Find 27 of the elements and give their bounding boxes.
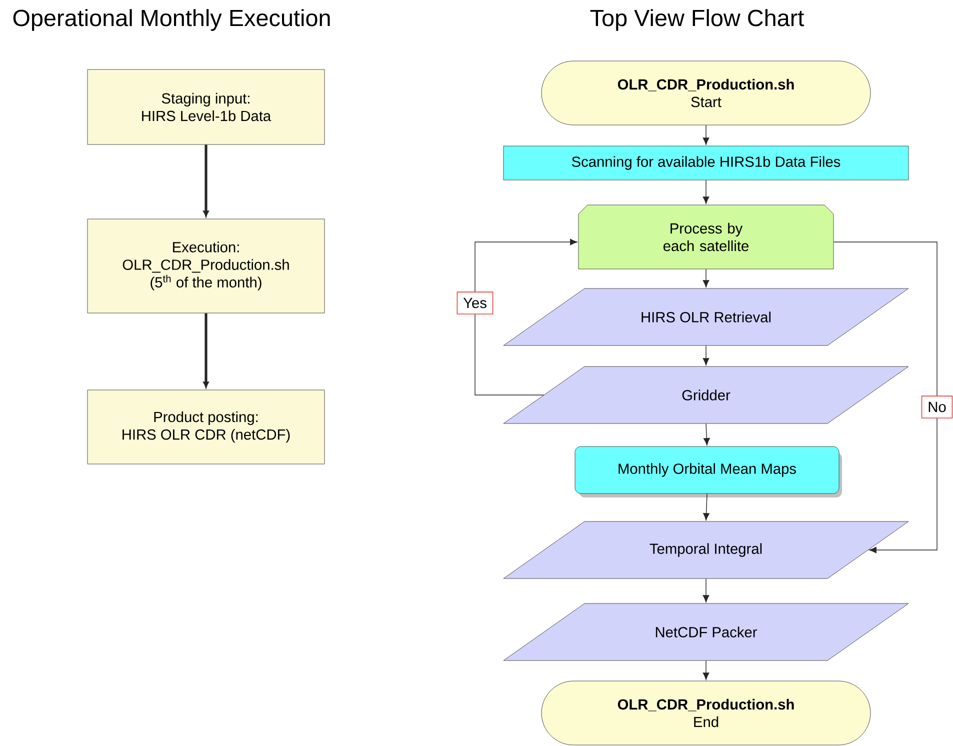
heading: Top View Flow Chart [590,9,804,31]
process-box: Execution: OLR_CDR_Production.sh (5$^{th}$ of the month) [87,218,325,314]
arrow [702,578,710,602]
arrow [702,660,710,680]
arrow [703,423,710,446]
arrow [203,144,209,217]
data-parallelogram: Temporal Integral [503,521,909,579]
data-parallelogram: NetCDF Packer [503,603,909,661]
process-box: Product posting: HIRS OLR CDR (netCDF) [87,390,325,464]
data-parallelogram: Gridder [503,366,909,424]
process-box: Scanning for available HIRS1b Data Files [503,146,909,180]
arrow [702,268,710,288]
loop-box: Process by each satellite [578,204,834,270]
data-parallelogram: HIRS OLR Retrieval [503,288,909,346]
arrow [703,493,710,520]
arrow [702,124,710,145]
arrow [833,242,938,554]
arrow [203,313,209,388]
arrow [702,180,710,204]
process-box: Monthly Orbital Mean Maps [574,446,842,498]
edge-label: No [921,396,953,418]
process-box: Staging input: HIRS Level-1b Data [87,69,325,145]
edge-label: Yes [456,292,494,314]
arrow [702,345,710,366]
heading: Operational Monthly Execution [13,9,330,31]
terminal-oval: OLR_CDR_Production.sh End [541,680,871,746]
arrow [474,238,578,396]
